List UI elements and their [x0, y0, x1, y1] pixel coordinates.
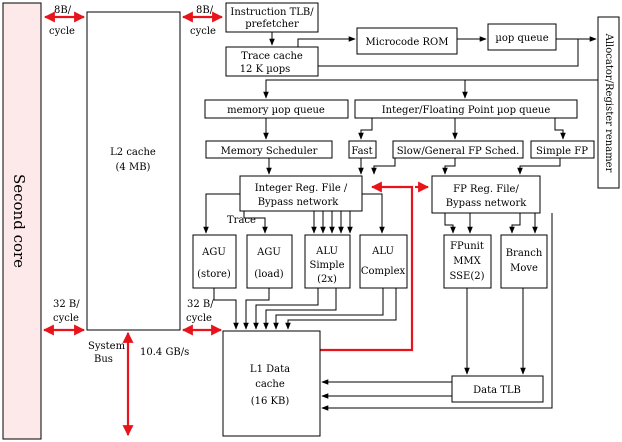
uop-queue-label: µop queue	[495, 33, 548, 44]
l2-cache-box	[86, 11, 181, 331]
data-tlb-label: Data TLB	[473, 385, 521, 396]
l1-to-intreg-link	[320, 181, 414, 352]
agu-store-label-2: (store)	[197, 269, 231, 280]
itlb-box	[225, 2, 319, 33]
branch-move-label-1: Branch	[506, 248, 543, 259]
bw-right-bottom-1: 32 B/	[187, 299, 214, 310]
branch-move-label-2: Move	[510, 263, 538, 274]
fp-regfile-label-2: Bypass network	[446, 198, 528, 209]
l1-data-cache: L1 Data cache (16 KB)	[222, 330, 321, 437]
allocator-box	[597, 16, 620, 189]
scheduler-wires	[266, 158, 561, 175]
fast-scheduler-label: Fast	[351, 146, 372, 157]
itlb-label-1: Instruction TLB/	[230, 7, 314, 18]
fp-unit-label-2: MMX	[453, 256, 481, 267]
l2-cache-title: L2 cache	[110, 147, 156, 158]
alu-complex-label-1: ALU	[371, 246, 394, 257]
second-core-box	[2, 2, 42, 440]
memory-uop-queue-box	[204, 99, 349, 119]
queue-wires	[263, 118, 566, 140]
alu-simple-label-3: (2x)	[317, 274, 337, 285]
simple-fp-scheduler-box	[530, 140, 595, 159]
trace-label: Trace	[227, 215, 256, 226]
l1-cache-label-3: (16 KB)	[251, 396, 290, 407]
int-regfile-label-2: Bypass network	[258, 197, 340, 208]
l2-cache-size: (4 MB)	[116, 162, 151, 173]
agu-load-label-1: AGU	[256, 247, 281, 258]
red-buses	[42, 11, 430, 437]
l1-cache-label-1: L1 Data	[250, 364, 290, 375]
fp-unit-wires	[444, 213, 538, 234]
fp-unit-label-1: FPunit	[450, 241, 484, 252]
unit-to-l1-wires	[213, 288, 397, 330]
fp-regfile-box	[431, 175, 541, 214]
execution-units: AGU (store) AGU (load) ALU Simple (2x) A…	[192, 234, 548, 289]
alu-simple-label-2: Simple	[309, 260, 344, 271]
fp-unit-label-3: SSE(2)	[450, 271, 485, 282]
itlb-label-2: prefetcher	[245, 19, 299, 30]
agu-store-label-1: AGU	[201, 247, 226, 258]
tlb-wires	[321, 213, 553, 411]
int-fp-uop-queue-box	[354, 99, 578, 119]
agu-load-box	[246, 234, 293, 289]
int-fp-uop-queue-label: Integer/Floating Point µop queue	[382, 105, 551, 116]
bw-right-top-1: 8B/	[196, 5, 214, 16]
alu-complex-label-2: Complex	[361, 266, 406, 277]
agu-load-label-2: (load)	[254, 269, 283, 280]
alu-complex-box	[359, 234, 408, 289]
schedulers: Memory Scheduler Fast Slow/General FP Sc…	[205, 140, 595, 159]
bw-left-bottom-2: cycle	[53, 313, 79, 324]
l1-cache-label-2: cache	[255, 379, 285, 390]
system-bus-label-1: System	[88, 341, 126, 352]
simple-fp-scheduler-label: Simple FP	[536, 146, 588, 157]
fp-unit-box	[443, 234, 492, 289]
bw-right-bottom-2: cycle	[186, 313, 212, 324]
fast-scheduler-box	[348, 140, 377, 159]
front-end-wires	[263, 32, 598, 99]
bw-right-top-2: cycle	[190, 26, 216, 37]
alu-simple-label-1: ALU	[315, 246, 338, 257]
uop-queues: memory µop queue Integer/Floating Point …	[204, 99, 578, 119]
data-tlb-box	[451, 375, 544, 403]
alu-simple-box	[304, 234, 351, 289]
memory-scheduler-label: Memory Scheduler	[221, 146, 318, 157]
bw-left-top-1: 8B/	[54, 5, 72, 16]
trace-cache-label-2: 12 K µops	[240, 64, 291, 75]
microcode-rom-label: Microcode ROM	[366, 37, 449, 48]
second-core: Second core	[2, 2, 42, 440]
agu-store-box	[192, 234, 237, 289]
uop-queue-box	[487, 23, 557, 51]
int-unit-wires	[203, 193, 385, 234]
l1-cache-box	[222, 330, 321, 437]
system-bus-rate: 10.4 GB/s	[140, 347, 189, 358]
int-regfile-label-1: Integer Reg. File /	[255, 183, 348, 194]
memory-uop-queue-label: memory µop queue	[227, 105, 325, 116]
slow-fp-scheduler-label: Slow/General FP Sched.	[397, 146, 520, 157]
bandwidth-labels: 8B/ cycle 8B/ cycle 32 B/ cycle 32 B/ cy…	[49, 5, 216, 365]
trace-cache-box	[225, 46, 319, 77]
fp-regfile-label-1: FP Reg. File/	[453, 184, 519, 195]
bw-left-top-2: cycle	[49, 26, 75, 37]
system-bus-label-2: Bus	[94, 354, 113, 365]
microcode-rom-box	[356, 27, 458, 55]
trace-cache-label-1: Trace cache	[241, 51, 303, 62]
bw-left-bottom-1: 32 B/	[53, 299, 80, 310]
front-end: Instruction TLB/ prefetcher Trace cache …	[225, 2, 620, 189]
second-core-label: Second core	[10, 174, 28, 268]
register-files: Integer Reg. File / Bypass network FP Re…	[239, 175, 541, 214]
data-tlb: Data TLB	[451, 375, 544, 403]
l2-cache: L2 cache (4 MB)	[86, 11, 181, 331]
slow-fp-scheduler-box	[392, 140, 524, 159]
allocator-label: Allocator/Register renamer	[603, 33, 614, 173]
branch-move-box	[500, 234, 548, 289]
